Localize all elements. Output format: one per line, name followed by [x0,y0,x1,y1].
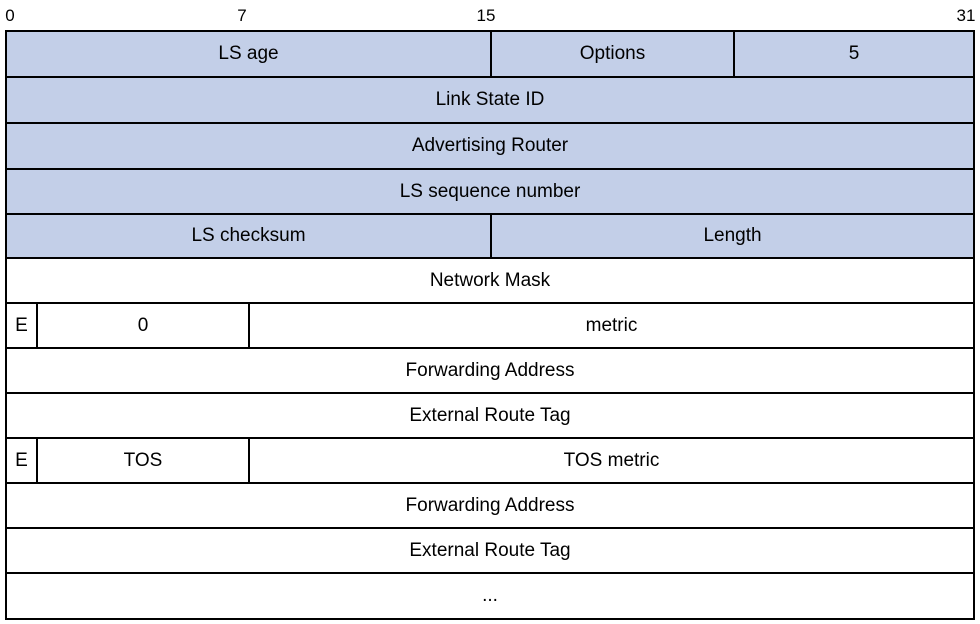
header-row-2: Link State ID [7,78,973,122]
body-row-metric: E 0 metric [7,304,973,347]
row-divider [7,347,973,349]
header-row-3: Advertising Router [7,124,973,168]
row-divider [7,527,973,529]
row-divider [7,168,973,170]
field-length: Length [490,215,973,257]
field-tos-external-route-tag: External Route Tag [7,529,973,572]
row-divider [7,213,973,215]
field-ls-type: 5 [733,32,973,76]
field-zero: 0 [36,304,248,347]
body-row-ellipsis: ... [7,574,973,618]
field-metric: metric [248,304,973,347]
bit-marker-7: 7 [237,6,247,25]
row-divider [7,257,973,259]
row-divider [7,76,973,78]
header-row-5: LS checksum Length [7,215,973,257]
field-external-route-tag: External Route Tag [7,394,973,437]
field-network-mask: Network Mask [7,259,973,302]
row-divider [7,572,973,574]
field-tos-metric: TOS metric [248,439,973,482]
body-row-tos-forwarding-address: Forwarding Address [7,484,973,527]
body-row-tos-metric: E TOS TOS metric [7,439,973,482]
field-ls-sequence-number: LS sequence number [7,170,973,213]
field-options: Options [490,32,733,76]
ase-lsa-format-diagram: LS age Options 5 Link State ID Advertisi… [5,30,975,620]
bit-marker-31: 31 [956,6,976,25]
field-tos-e-bit: E [7,439,36,482]
header-row-4: LS sequence number [7,170,973,213]
field-advertising-router: Advertising Router [7,124,973,168]
body-row-tos-external-route-tag: External Route Tag [7,529,973,572]
row-divider [7,392,973,394]
field-link-state-id: Link State ID [7,78,973,122]
field-forwarding-address: Forwarding Address [7,349,973,392]
bit-marker-0: 0 [5,6,15,25]
row-divider [7,302,973,304]
body-row-external-route-tag: External Route Tag [7,394,973,437]
field-tos: TOS [36,439,248,482]
row-divider [7,122,973,124]
field-ls-checksum: LS checksum [7,215,490,257]
row-divider [7,437,973,439]
field-e-bit: E [7,304,36,347]
field-tos-forwarding-address: Forwarding Address [7,484,973,527]
row-divider [7,482,973,484]
field-ellipsis: ... [7,574,973,618]
bit-marker-15: 15 [476,6,496,25]
header-row-1: LS age Options 5 [7,32,973,76]
body-row-network-mask: Network Mask [7,259,973,302]
field-ls-age: LS age [7,32,490,76]
body-row-forwarding-address: Forwarding Address [7,349,973,392]
